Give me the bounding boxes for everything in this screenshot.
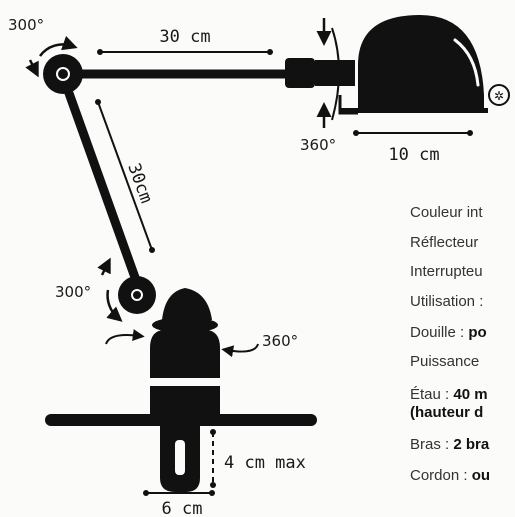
spec-item: Couleur int (410, 204, 483, 221)
dimension-upper-arm: 30 cm (97, 27, 273, 55)
dim-label-upper: 30 cm (159, 27, 210, 47)
dimension-clamp-opening: 4 cm max (210, 429, 306, 488)
dim-label-clamp-opening: 4 cm max (224, 453, 306, 473)
top-left-joint (43, 54, 83, 94)
dimension-lower-arm: 30cm (95, 99, 156, 253)
spec-item: Cordon : ou (410, 467, 491, 484)
swivel-ring (152, 317, 218, 333)
lower-arm (60, 77, 142, 288)
angle-top-left: 300° (8, 16, 44, 34)
rotate-arrow-icon (97, 257, 123, 322)
arm-head-connector (285, 58, 315, 88)
spec-item: (hauteur d (410, 404, 484, 421)
spec-item: Réflecteur (410, 234, 479, 251)
spec-item: Puissance (410, 353, 480, 370)
spec-item: Étau : 40 m (410, 386, 488, 403)
dimension-reflector: 10 cm (353, 130, 473, 165)
angle-lower-joint: 300° (55, 283, 91, 301)
clamp-base (45, 288, 317, 492)
bulb-symbol-icon: ✲ (488, 84, 510, 106)
spec-item: Bras : 2 bra (410, 436, 490, 453)
spec-item: Utilisation : (410, 293, 484, 310)
reflector (338, 15, 488, 115)
angle-head: 360° (300, 136, 336, 154)
dim-label-clamp-width: 6 cm (162, 499, 203, 517)
dim-label-reflector: 10 cm (388, 145, 439, 165)
table-edge (45, 414, 317, 426)
angle-base: 360° (262, 332, 298, 350)
rotate-arrow-icon (25, 35, 78, 78)
dimension-clamp-width: 6 cm (143, 490, 215, 517)
spec-item: Douille : po (410, 324, 487, 341)
lower-joint (118, 276, 156, 314)
rotate-arrow-icon (105, 329, 259, 358)
svg-text:✲: ✲ (494, 89, 504, 103)
reflector-shade (358, 15, 484, 110)
spec-item: Interrupteu (410, 263, 483, 280)
rotate-arrow-icon (316, 18, 340, 128)
